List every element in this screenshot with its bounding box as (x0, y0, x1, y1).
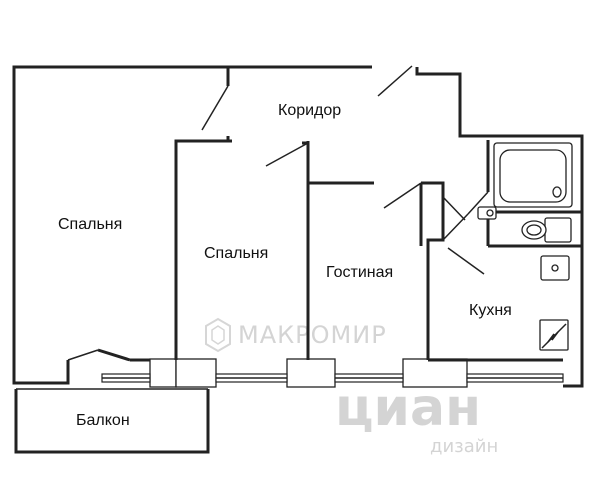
watermark-portal-sub: дизайн (430, 436, 498, 457)
watermark-portal: циан дизайн (335, 378, 498, 457)
outer-walls (12, 65, 584, 388)
balcony (14, 388, 210, 454)
doors (67, 65, 489, 361)
facade-pier-4 (402, 358, 468, 388)
bathtub-icon (493, 142, 573, 208)
room-label-bedroom-small: Спальня (204, 245, 268, 262)
facade-pier-2 (175, 358, 217, 388)
watermark-agency-text: МАКРОМИР (238, 321, 387, 349)
room-label-living-room: Гостиная (326, 264, 393, 281)
facade (101, 358, 564, 388)
door-kitchen (447, 247, 485, 275)
kitchen-sink-icon (540, 255, 570, 281)
watermark-agency: МАКРОМИР (205, 317, 387, 353)
room-label-balcony: Балкон (76, 412, 130, 429)
washbasin-icon (477, 206, 497, 220)
door-balcony (67, 349, 99, 361)
stove-icon (539, 319, 569, 351)
agency-logo-icon (205, 317, 231, 353)
door-bathroom (442, 196, 466, 221)
room-label-kitchen: Кухня (469, 302, 512, 319)
facade-pier-3 (286, 358, 336, 388)
facade-pier-1 (149, 358, 177, 388)
door-entrance (377, 65, 413, 97)
interior-walls (174, 67, 582, 362)
room-label-corridor: Коридор (278, 102, 341, 119)
door-living-room (383, 182, 422, 209)
door-toilet (442, 213, 469, 241)
toilet-icon (521, 217, 572, 243)
room-label-bedroom-large: Спальня (58, 216, 122, 233)
watermark-portal-text: циан (335, 378, 481, 438)
door-bedroom-1 (201, 85, 229, 131)
door-bedroom-2 (265, 142, 309, 167)
